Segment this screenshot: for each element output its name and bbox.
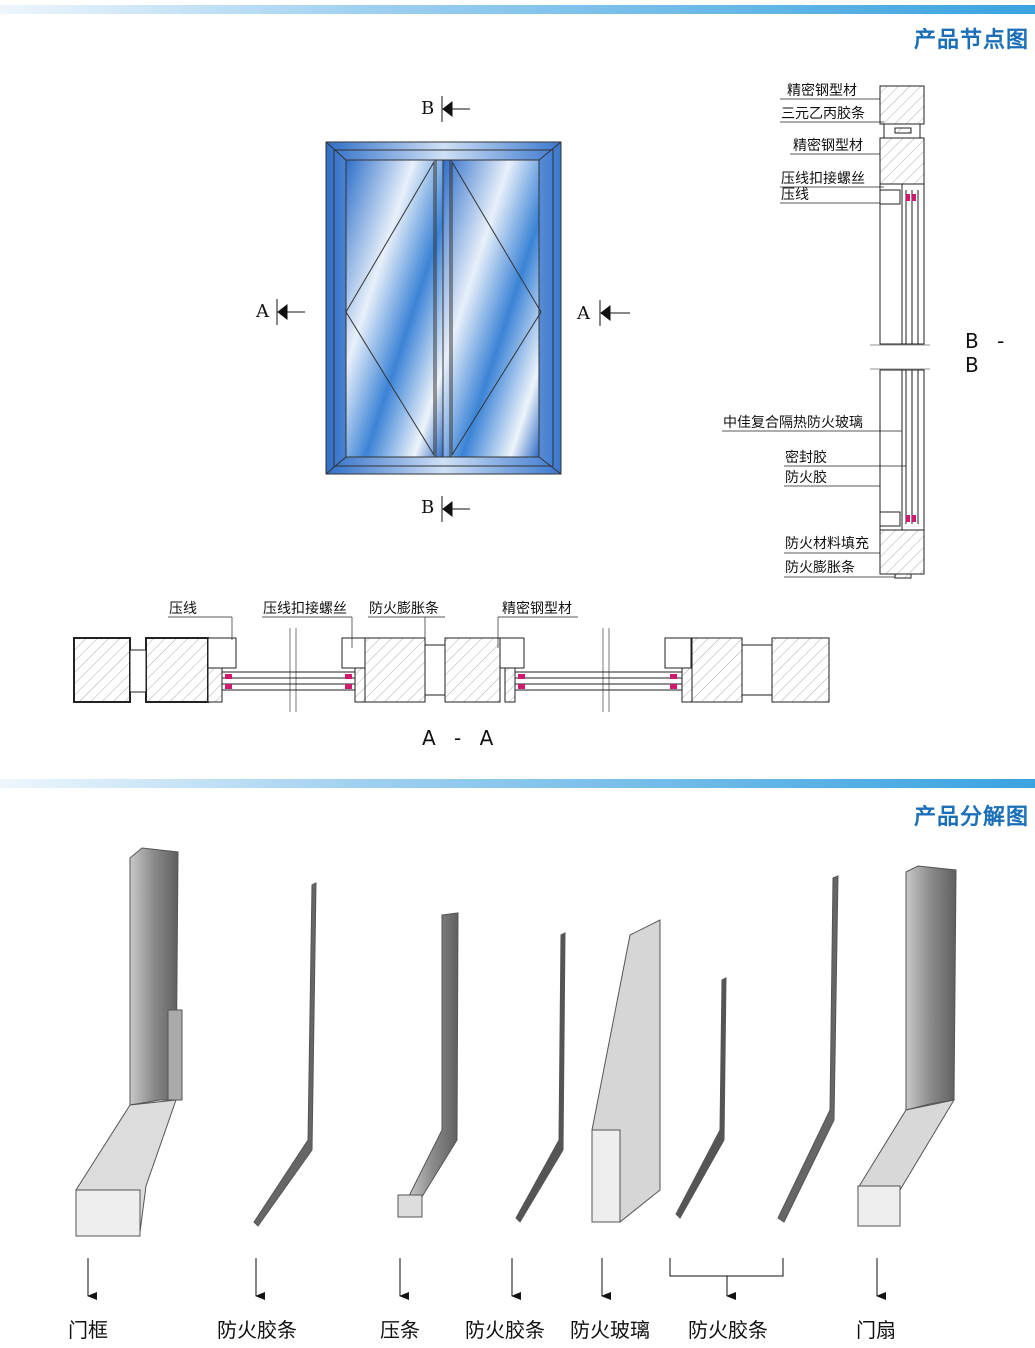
callout-bb-fire-fill: 防火材料填充 bbox=[785, 536, 869, 552]
callout-bb-clip-screw: 压线扣接螺丝 bbox=[781, 171, 865, 187]
callout-aa-clip-screw: 压线扣接螺丝 bbox=[263, 601, 347, 617]
part-label-door-frame: 门框 bbox=[68, 1318, 108, 1342]
section-bb-label: B - B bbox=[965, 329, 1011, 377]
part-strip-1 bbox=[253, 882, 317, 1227]
callout-bb-sealant: 密封胶 bbox=[785, 450, 827, 466]
part-label-fire-strip-1: 防火胶条 bbox=[217, 1318, 297, 1342]
part-label-fire-strip-2: 防火胶条 bbox=[465, 1318, 545, 1342]
part-strip-2 bbox=[515, 932, 566, 1223]
section-marker-top: B bbox=[421, 98, 435, 119]
part-glass bbox=[591, 919, 661, 1223]
callout-aa-steel-profile: 精密钢型材 bbox=[502, 601, 572, 617]
part-strip-3 bbox=[675, 977, 727, 1219]
callout-bb-fire-glass: 中佳复合隔热防火玻璃 bbox=[723, 415, 863, 431]
callout-bb-bead: 压线 bbox=[781, 187, 809, 203]
callout-bb-fire-glue: 防火胶 bbox=[785, 470, 827, 486]
part-door-frame bbox=[75, 847, 183, 1237]
section-marker-left: A bbox=[256, 301, 269, 322]
door-elevation bbox=[276, 96, 630, 522]
node-diagram-title: 产品节点图 bbox=[913, 28, 1029, 53]
callout-aa-bead: 压线 bbox=[169, 601, 197, 617]
top-header-bar bbox=[0, 5, 1035, 14]
section-aa-drawing bbox=[73, 616, 830, 712]
section-marker-right: A bbox=[577, 303, 590, 324]
callout-bb-steel-profile-2: 精密钢型材 bbox=[793, 138, 863, 154]
part-door-leaf bbox=[857, 865, 957, 1227]
part-label-fire-glass: 防火玻璃 bbox=[570, 1318, 650, 1342]
part-label-pressing-strip: 压条 bbox=[380, 1318, 420, 1342]
exploded-parts-drawing bbox=[75, 847, 957, 1237]
callout-aa-intumescent-strip: 防火膨胀条 bbox=[369, 601, 439, 617]
section-aa-label: A - A bbox=[422, 726, 500, 750]
callout-bb-steel-profile-1: 精密钢型材 bbox=[787, 83, 857, 99]
part-arrows bbox=[87, 1258, 886, 1300]
part-strip-4 bbox=[777, 875, 839, 1223]
exploded-header-bar bbox=[0, 779, 1035, 788]
section-bb-drawing bbox=[722, 85, 930, 579]
callout-bb-intumescent-strip: 防火膨胀条 bbox=[785, 560, 855, 576]
callout-bb-epdm-strip: 三元乙丙胶条 bbox=[781, 106, 865, 122]
part-label-door-leaf: 门扇 bbox=[856, 1318, 896, 1342]
part-label-fire-strip-3: 防火胶条 bbox=[688, 1318, 768, 1342]
section-marker-bottom: B bbox=[421, 497, 435, 518]
part-pressing-strip bbox=[397, 912, 459, 1218]
exploded-diagram-title: 产品分解图 bbox=[913, 805, 1029, 830]
